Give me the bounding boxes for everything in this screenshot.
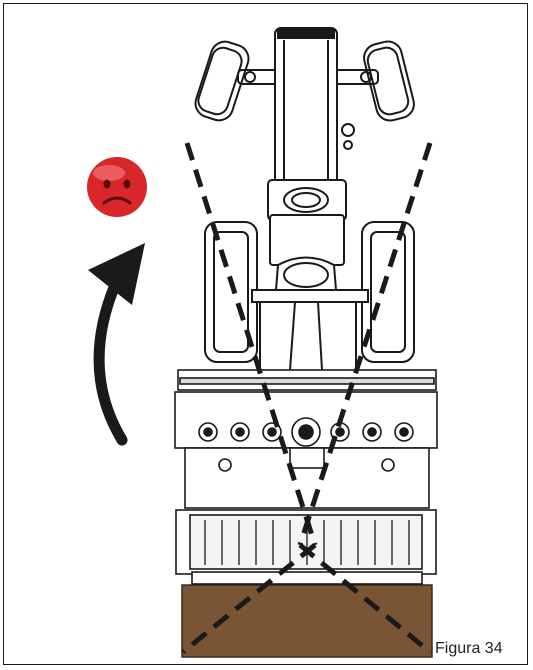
sad-face-icon (87, 157, 147, 217)
tractor-body (268, 28, 354, 298)
curved-arrow-icon (88, 243, 145, 440)
figure-caption: Figura 34 (435, 640, 503, 658)
